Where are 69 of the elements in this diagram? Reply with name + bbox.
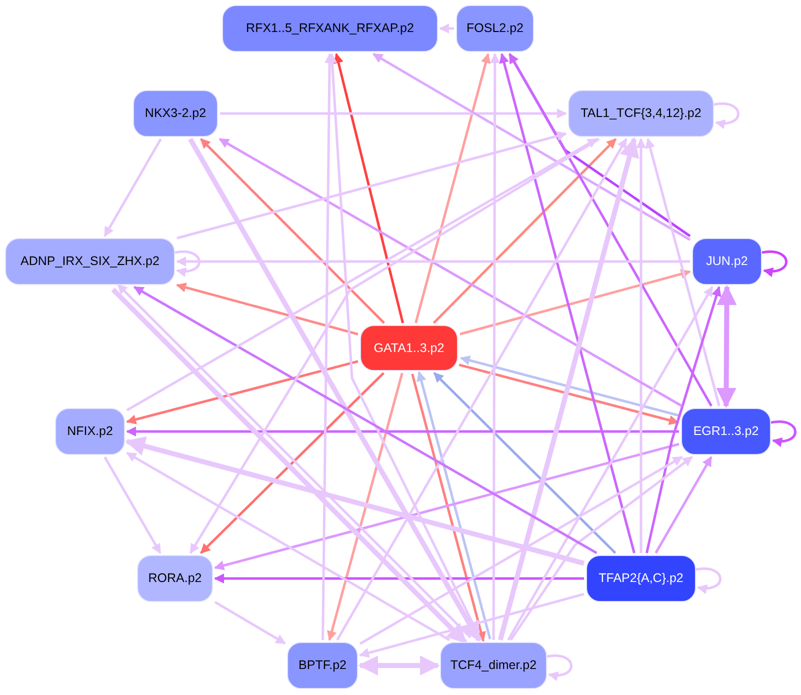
arrow bbox=[716, 285, 737, 408]
node-box: BPTF.p2 bbox=[287, 642, 358, 689]
arrow bbox=[507, 286, 714, 641]
arrow bbox=[218, 138, 682, 408]
node-box: NFIX.p2 bbox=[55, 408, 125, 455]
arrow bbox=[654, 456, 712, 554]
node-box: NKX3-2.p2 bbox=[133, 90, 218, 137]
arrow bbox=[414, 53, 491, 324]
node-box: RORA.p2 bbox=[137, 555, 213, 602]
arrow bbox=[189, 138, 600, 554]
arrow bbox=[200, 138, 385, 324]
arrow bbox=[499, 53, 636, 554]
arrow bbox=[508, 53, 691, 238]
arrow bbox=[490, 53, 500, 640]
arrow bbox=[358, 656, 440, 676]
arrow bbox=[126, 138, 598, 412]
arrow bbox=[411, 374, 486, 642]
arrow bbox=[372, 52, 691, 241]
arrow bbox=[334, 53, 404, 324]
arrow bbox=[104, 138, 162, 237]
arrow bbox=[508, 53, 712, 407]
arrow bbox=[327, 53, 482, 641]
arrow bbox=[220, 108, 567, 118]
arrow bbox=[458, 364, 680, 426]
arrow bbox=[645, 138, 720, 406]
arrow bbox=[433, 372, 616, 554]
arrow bbox=[498, 137, 640, 641]
arrow bbox=[322, 53, 335, 640]
arrow bbox=[125, 436, 585, 566]
node-box: EGR1..3.p2 bbox=[681, 408, 771, 455]
arrow bbox=[174, 250, 200, 276]
arrow bbox=[645, 286, 722, 554]
node-box: FOSL2.p2 bbox=[456, 5, 534, 52]
arrow bbox=[104, 456, 162, 554]
node-box: ADNP_IRX_SIX_ZHX.p2 bbox=[5, 238, 175, 285]
arrow bbox=[460, 269, 691, 336]
node-box: RFX1..5_RFXANK_RFXAP.p2 bbox=[222, 5, 438, 52]
arrow bbox=[176, 256, 690, 266]
node-box: TFAP2{A,C}.p2 bbox=[586, 555, 696, 602]
arrow bbox=[200, 372, 384, 554]
arrow bbox=[546, 654, 572, 680]
arrow bbox=[214, 574, 584, 584]
arrow bbox=[762, 250, 788, 276]
arrow bbox=[416, 371, 492, 640]
node-box: GATA1..3.p2 bbox=[360, 325, 458, 371]
arrow bbox=[214, 601, 286, 644]
arrow bbox=[510, 456, 693, 641]
arrow bbox=[359, 592, 584, 658]
arrow bbox=[126, 360, 358, 424]
node-box: JUN.p2 bbox=[692, 238, 762, 285]
arrow bbox=[188, 138, 481, 642]
arrow bbox=[439, 24, 454, 34]
arrow bbox=[214, 442, 680, 570]
node-box: TCF4_dimer.p2 bbox=[440, 642, 547, 689]
arrow bbox=[336, 138, 628, 641]
arrow bbox=[126, 426, 679, 436]
arrow bbox=[327, 372, 404, 641]
arrow bbox=[696, 567, 722, 594]
arrow bbox=[176, 131, 567, 240]
arrow bbox=[432, 138, 617, 324]
arrow bbox=[460, 356, 680, 417]
arrow bbox=[176, 282, 358, 336]
arrow bbox=[133, 286, 598, 554]
arrow bbox=[126, 452, 450, 642]
arrow bbox=[770, 420, 796, 446]
arrow bbox=[636, 138, 646, 553]
arrow bbox=[714, 102, 740, 128]
arrow bbox=[359, 456, 683, 645]
node-box: TAL1_TCF{3,4,12}.p2 bbox=[568, 90, 714, 137]
